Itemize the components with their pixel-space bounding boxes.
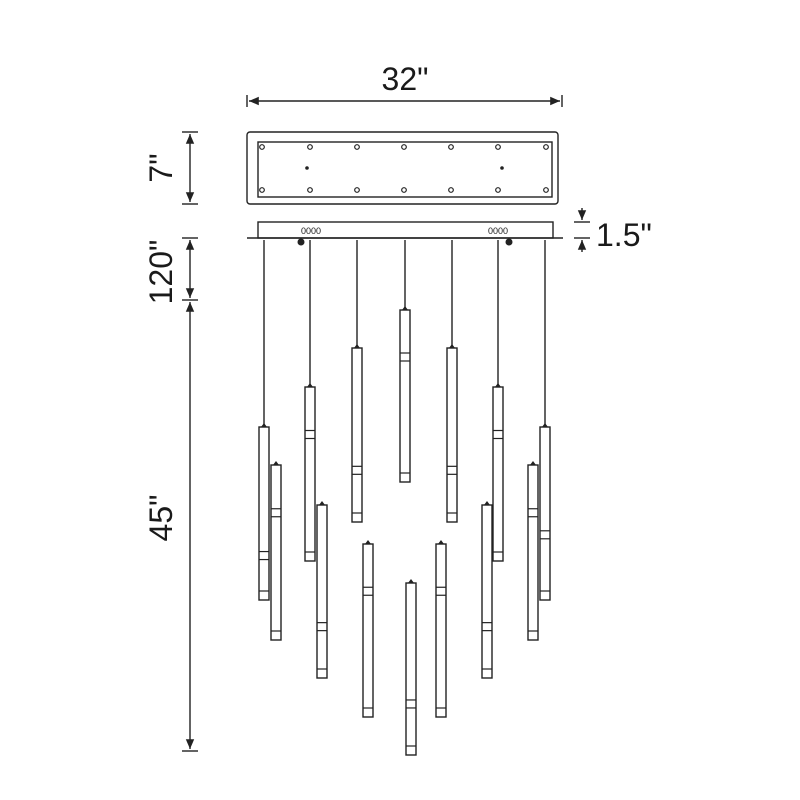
height-label: 45" bbox=[143, 495, 179, 542]
width-dimension: 32" bbox=[246, 61, 563, 107]
mounting-hole bbox=[401, 144, 407, 150]
mounting-hole bbox=[259, 187, 265, 193]
width-label: 32" bbox=[382, 61, 429, 97]
mounting-hole bbox=[448, 144, 454, 150]
canopy-label-left: 0000 bbox=[301, 226, 321, 236]
mounting-hole bbox=[495, 144, 501, 150]
mounting-hole bbox=[448, 187, 454, 193]
mounting-hole bbox=[543, 144, 549, 150]
mounting-hole bbox=[307, 187, 313, 193]
depth-label: 7" bbox=[143, 153, 179, 182]
pendant-tube bbox=[270, 461, 282, 641]
canopy-side-view: 0000 0000 bbox=[247, 221, 563, 246]
pendant-tube bbox=[304, 240, 316, 562]
pendant-tube bbox=[405, 579, 417, 756]
mounting-hole bbox=[259, 144, 265, 150]
canopy-height-label: 1.5" bbox=[596, 217, 652, 253]
cord-length-label: 120" bbox=[143, 240, 179, 305]
pendant-tube bbox=[446, 240, 458, 523]
mounting-hole bbox=[354, 187, 360, 193]
pendant-tube bbox=[481, 501, 493, 679]
pendant-tube bbox=[258, 240, 270, 601]
pendant-tube bbox=[435, 540, 447, 718]
pendant-tube bbox=[351, 240, 363, 523]
mounting-hole bbox=[495, 187, 501, 193]
pendant-tubes bbox=[258, 240, 551, 756]
pendant-tube bbox=[492, 240, 504, 562]
pendant-tube bbox=[362, 540, 374, 718]
canopy-top-view bbox=[246, 131, 559, 205]
mounting-hole bbox=[543, 187, 549, 193]
pendant-tube bbox=[316, 501, 328, 679]
pendant-tube bbox=[527, 461, 539, 641]
vertical-dimensions: 7" 120" 45" 1.5" bbox=[143, 131, 652, 752]
pendant-tube bbox=[539, 240, 551, 601]
mounting-hole bbox=[354, 144, 360, 150]
pendant-tube bbox=[399, 240, 411, 483]
mounting-hole bbox=[401, 187, 407, 193]
canopy-label-right: 0000 bbox=[488, 226, 508, 236]
mounting-hole bbox=[307, 144, 313, 150]
